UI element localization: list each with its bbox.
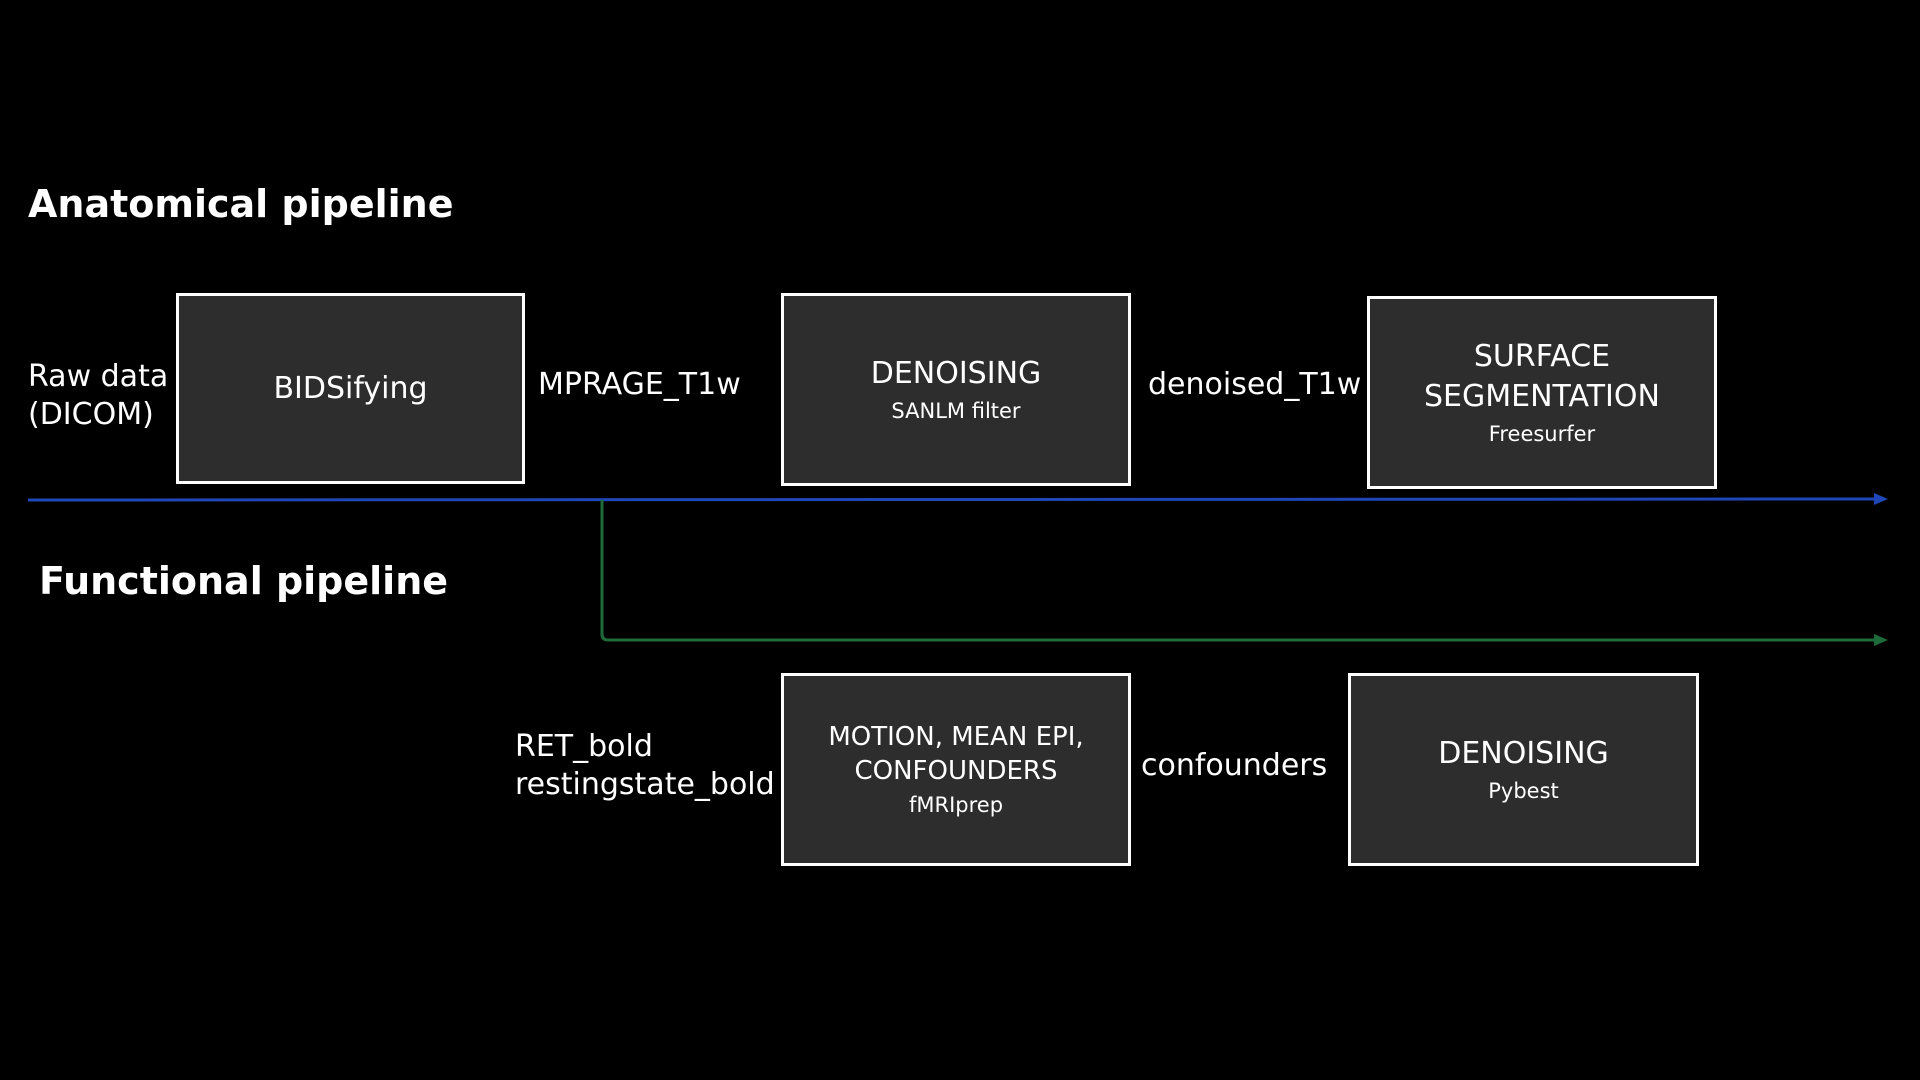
anatomical-denoising-box-title: DENOISING	[870, 355, 1042, 391]
raw-data-label: Raw data (DICOM)	[28, 358, 168, 434]
bold-inputs-label: RET_bold restingstate_bold	[515, 728, 775, 804]
ret-bold-label: RET_bold	[515, 729, 653, 764]
fmriprep-box: MOTION, MEAN EPI, CONFOUNDERS fMRIprep	[781, 673, 1131, 866]
functional-denoising-box-title: DENOISING	[1438, 735, 1609, 771]
anatomical-denoising-box: DENOISING SANLM filter	[781, 293, 1131, 486]
functional-denoising-box: DENOISING Pybest	[1348, 673, 1699, 866]
restingstate-bold-label: restingstate_bold	[515, 767, 775, 802]
bidsifying-box-title: BIDSifying	[273, 370, 428, 406]
denoised-t1w-label: denoised_T1w	[1148, 367, 1362, 402]
anatomical-pipeline-heading: Anatomical pipeline	[28, 182, 454, 226]
functional-denoising-box-subtitle: Pybest	[1488, 778, 1559, 803]
mprage-t1w-label: MPRAGE_T1w	[538, 367, 741, 402]
surface-segmentation-box-subtitle: Freesurfer	[1488, 421, 1596, 446]
confounders-label: confounders	[1141, 748, 1328, 783]
raw-data-label-line2: (DICOM)	[28, 397, 154, 432]
surface-segmentation-box-title: SURFACE SEGMENTATION	[1424, 338, 1660, 414]
fmriprep-box-subtitle: fMRIprep	[908, 792, 1004, 817]
functional-pipeline-heading: Functional pipeline	[39, 559, 449, 603]
functional-branch-arrow	[600, 500, 1888, 646]
anatomical-arrow	[27, 493, 1888, 505]
fmriprep-box-title: MOTION, MEAN EPI, CONFOUNDERS	[828, 721, 1084, 786]
bidsifying-box: BIDSifying	[176, 293, 525, 484]
raw-data-label-line1: Raw data	[28, 359, 169, 394]
anatomical-denoising-box-subtitle: SANLM filter	[891, 398, 1021, 423]
surface-segmentation-box: SURFACE SEGMENTATION Freesurfer	[1367, 296, 1717, 489]
